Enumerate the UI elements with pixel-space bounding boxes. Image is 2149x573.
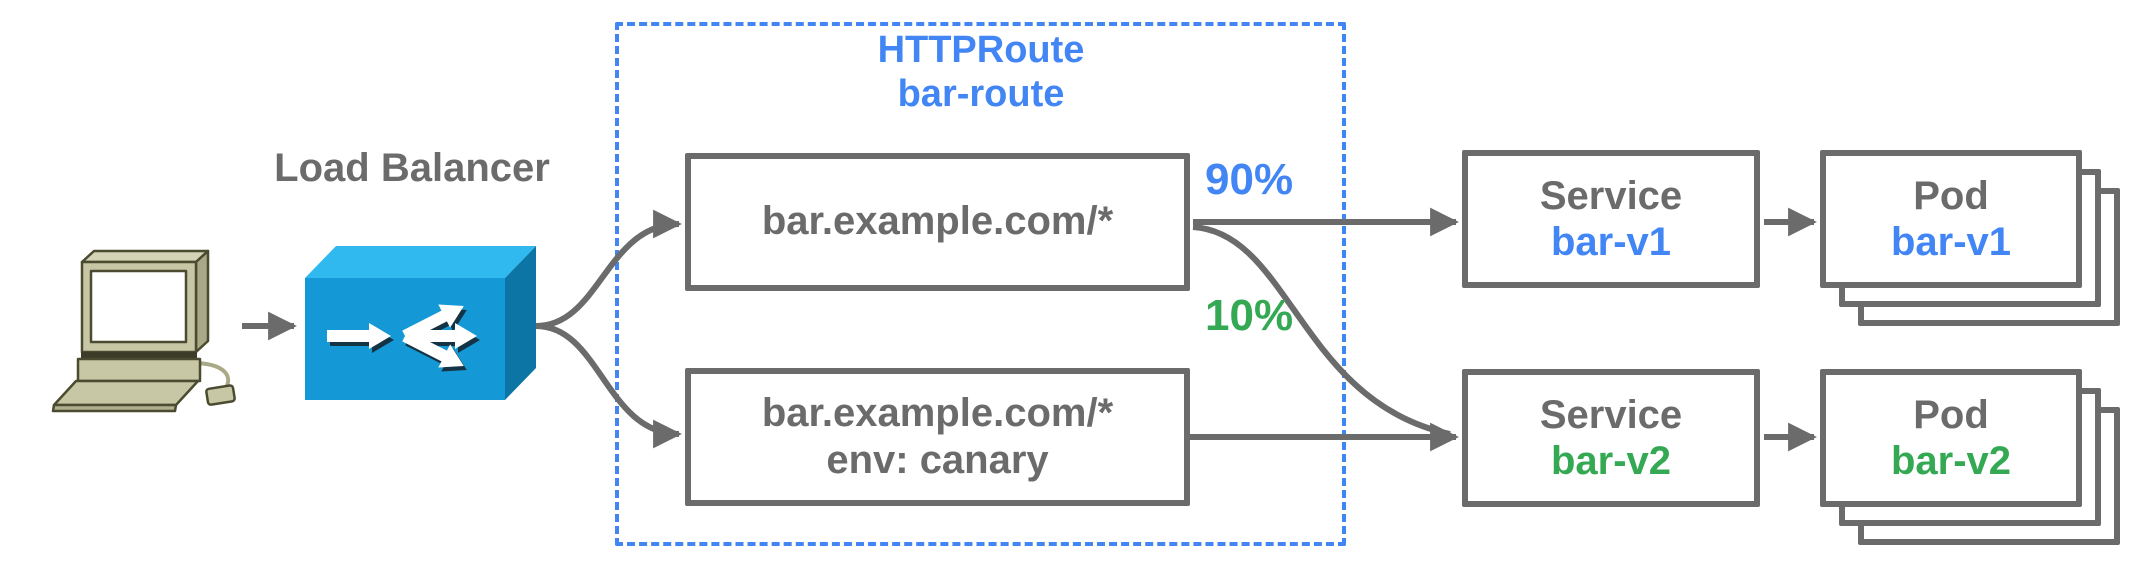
traffic-split-90-label: 90% bbox=[1205, 155, 1294, 204]
service-bar-v2-box: Service bar-v2 bbox=[1462, 369, 1760, 507]
load-balancer-label: Load Balancer bbox=[274, 146, 550, 190]
client-computer-icon bbox=[40, 245, 240, 415]
httproute-kind-label: HTTPRoute bbox=[877, 29, 1085, 71]
service-bar-v1-box: Service bar-v1 bbox=[1462, 150, 1760, 288]
pod-bar-v2-stack: Pod bar-v2 bbox=[1820, 369, 2120, 545]
service-v2-name-label: bar-v2 bbox=[1550, 439, 1672, 483]
rule1-to-service-v2-split-curve bbox=[1192, 224, 1451, 437]
httproute-group-box bbox=[615, 22, 1346, 546]
rule-canary-match-label: bar.example.com/* bbox=[761, 390, 1114, 435]
rule-main-match-label: bar.example.com/* bbox=[761, 199, 1114, 244]
pod-bar-v2-box: Pod bar-v2 bbox=[1820, 369, 2082, 507]
rule-box-canary: bar.example.com/* env: canary bbox=[685, 368, 1190, 506]
rule-canary-header-label: env: canary bbox=[826, 438, 1049, 482]
pod-bar-v1-box: Pod bar-v1 bbox=[1820, 150, 2082, 288]
pod-v2-type-label: Pod bbox=[1913, 393, 1989, 437]
pod-v1-type-label: Pod bbox=[1913, 174, 1989, 218]
pod-v1-name-label: bar-v1 bbox=[1890, 220, 2012, 264]
lb-to-rule1-arrow bbox=[535, 209, 682, 329]
lb-to-rule2-arrow bbox=[535, 323, 682, 449]
pod-v2-name-label: bar-v2 bbox=[1890, 439, 2012, 483]
load-balancer-icon bbox=[303, 240, 539, 406]
pod-bar-v1-stack: Pod bar-v1 bbox=[1820, 150, 2120, 326]
service-v1-name-label: bar-v1 bbox=[1550, 220, 1672, 264]
traffic-split-10-label: 10% bbox=[1205, 291, 1294, 340]
rule-box-main: bar.example.com/* bbox=[685, 153, 1190, 291]
service-v2-type-label: Service bbox=[1539, 393, 1683, 437]
httproute-name-label: bar-route bbox=[897, 73, 1065, 116]
service-v1-type-label: Service bbox=[1539, 174, 1683, 218]
httproute-group-title: HTTPRoute bar-route bbox=[617, 28, 1345, 116]
